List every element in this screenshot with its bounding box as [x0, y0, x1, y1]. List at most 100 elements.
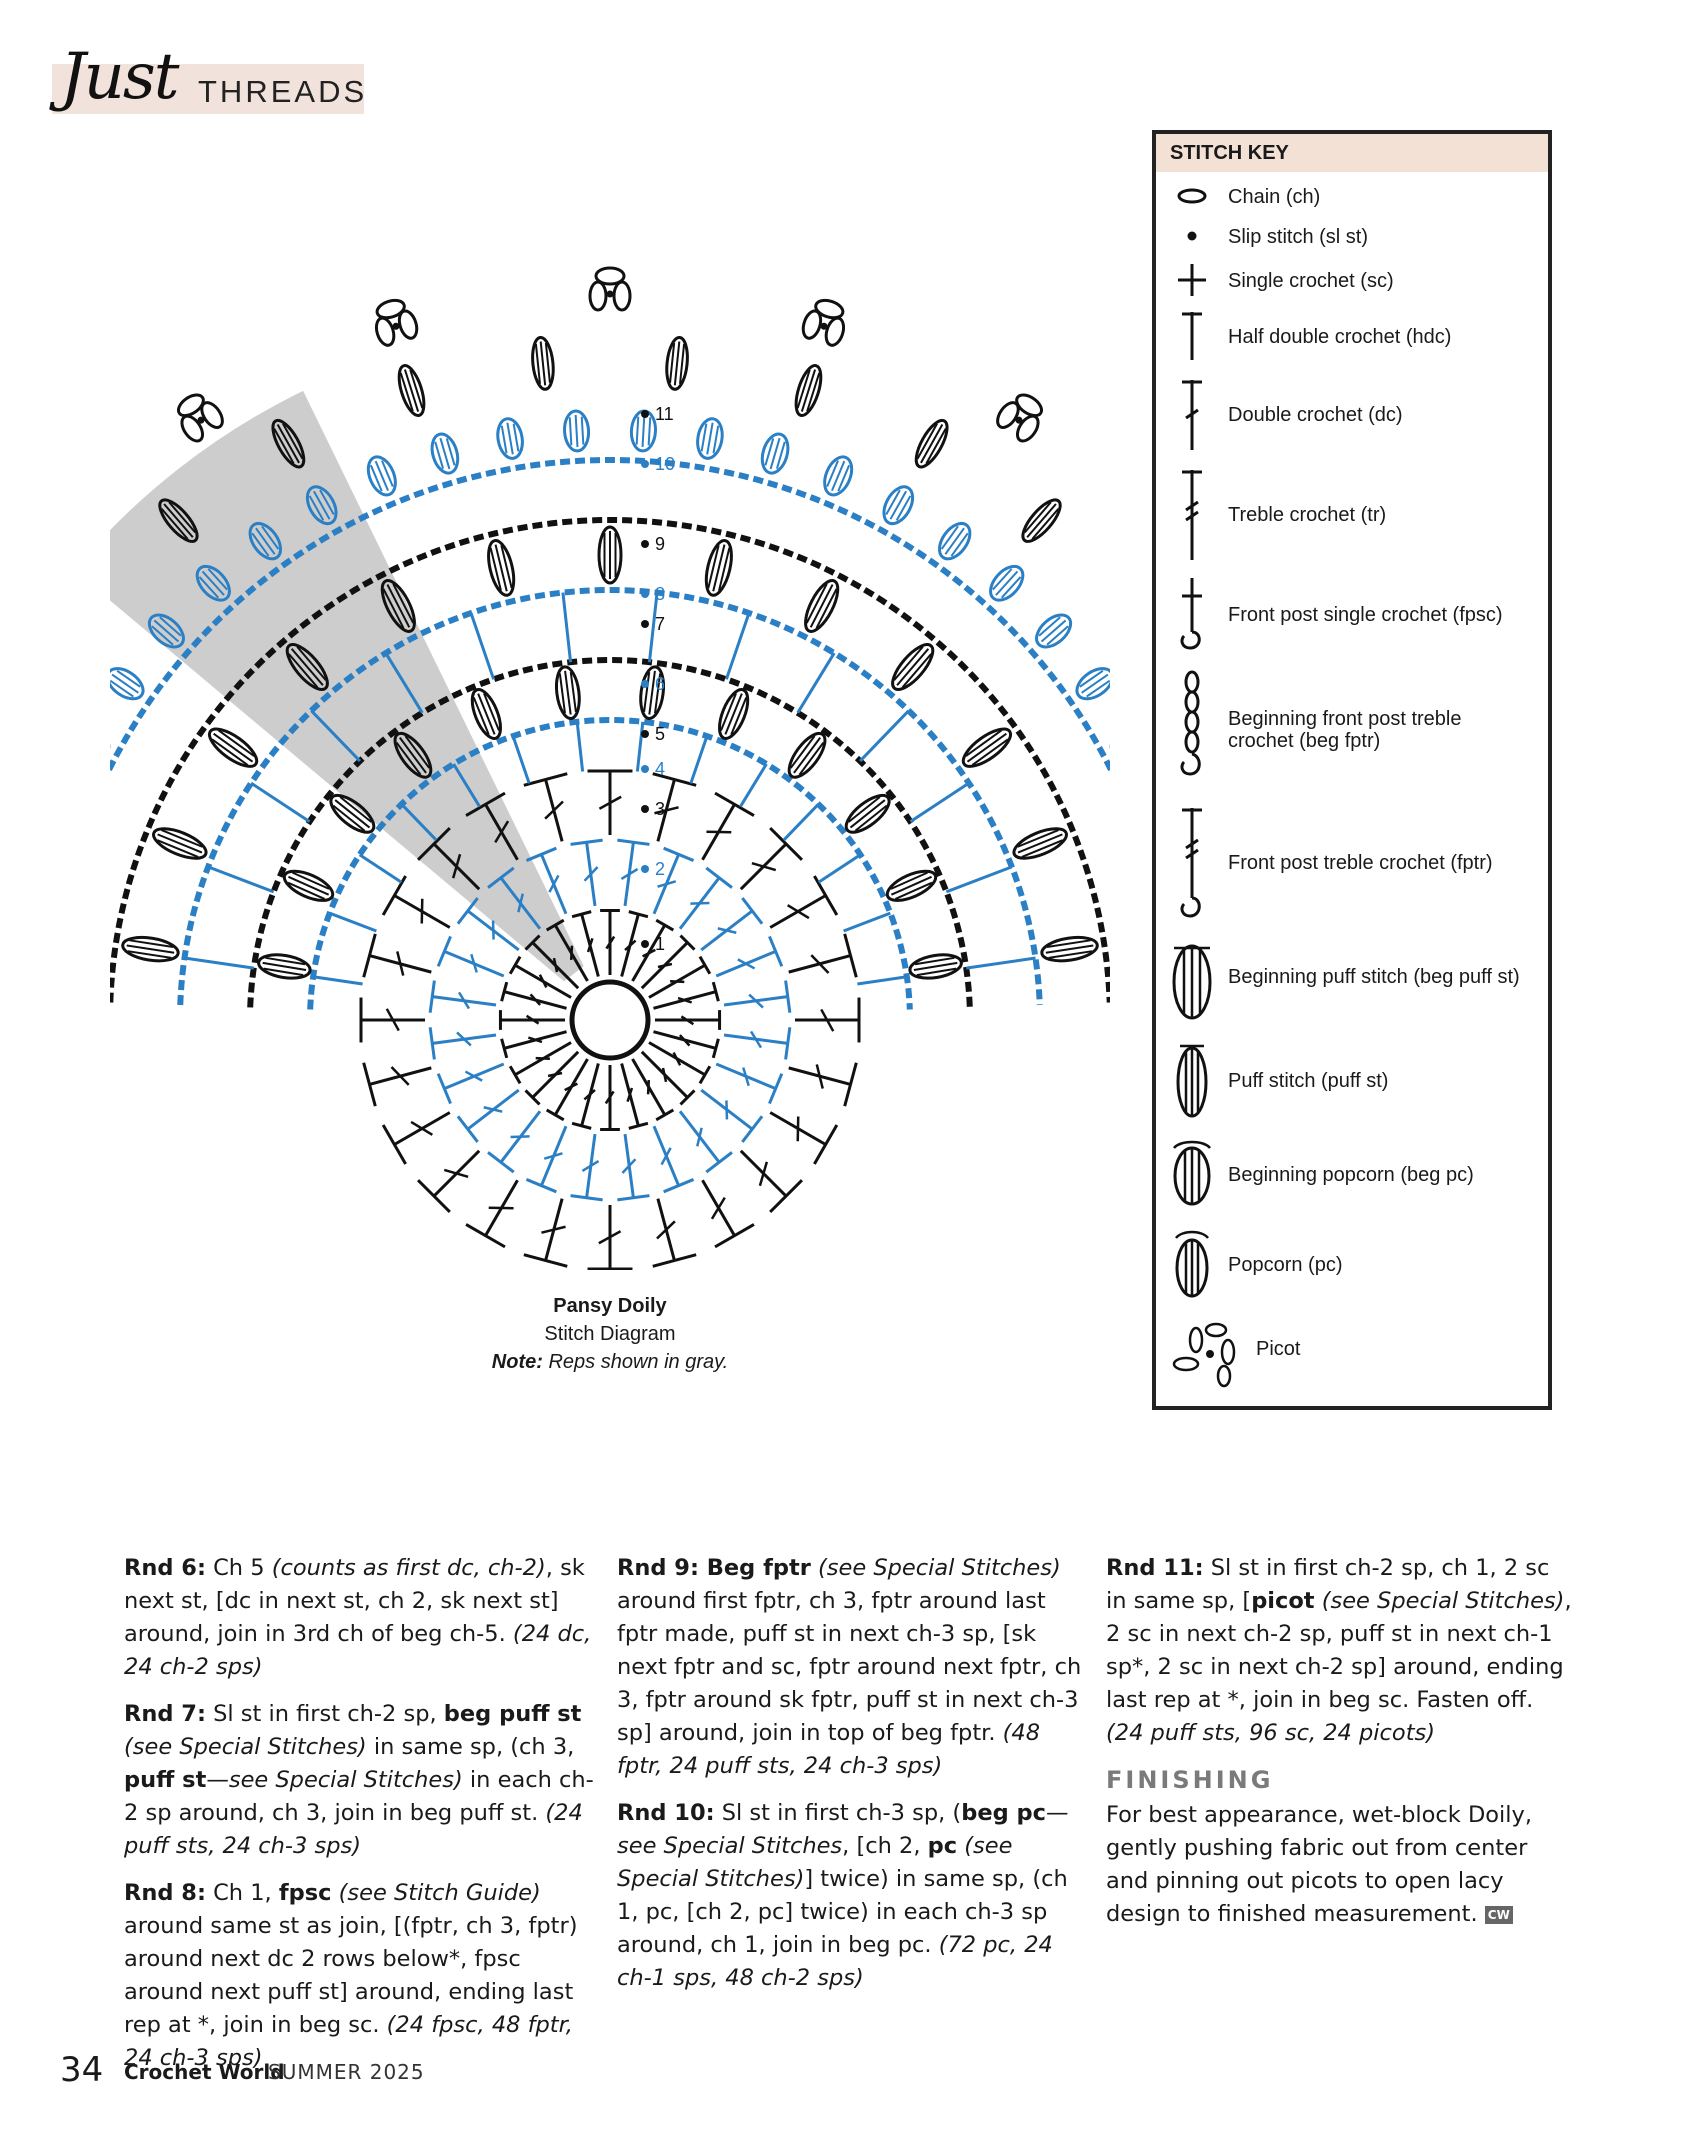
key-item-single-crochet: Single crochet (sc): [1156, 258, 1548, 302]
instructions-column-1: Rnd 6: Ch 5 (counts as first dc, ch-2), …: [124, 1552, 594, 2089]
key-label: Picot: [1256, 1338, 1301, 1360]
treble-crochet-icon: [1182, 470, 1202, 560]
note-label: Note:: [491, 1351, 543, 1373]
round-label: 6: [655, 674, 665, 694]
key-item-picot: Picot: [1156, 1310, 1548, 1390]
round-label: 4: [655, 759, 665, 779]
text: picot: [1251, 1588, 1315, 1614]
half-double-crochet-icon: [1182, 312, 1202, 360]
chain-icon: [1177, 188, 1207, 204]
text: pc: [927, 1833, 958, 1859]
key-label: Front post single crochet (fpsc): [1228, 604, 1503, 626]
rnd-label: Rnd 7:: [124, 1701, 206, 1727]
instructions-column-3: Rnd 9: Beg fptr (see Special Stitches) a…: [617, 1552, 1087, 2009]
rnd-7: Rnd 7: Sl st in first ch-2 sp, beg puff …: [124, 1698, 594, 1863]
key-label: Treble crochet (tr): [1228, 504, 1387, 526]
text: Ch 1,: [205, 1880, 279, 1906]
repeat-shading: [110, 390, 584, 982]
text: —: [1045, 1800, 1069, 1826]
key-label: Beginning puff stitch (beg puff st): [1228, 966, 1520, 988]
text: (see Special Stitches): [810, 1555, 1061, 1581]
finishing-text: For best appearance, wet-block Doily, ge…: [1106, 1799, 1576, 1931]
key-label: Front post treble crochet (fptr): [1228, 852, 1493, 874]
single-crochet-icon: [1178, 264, 1206, 296]
key-item-chain: Chain (ch): [1156, 176, 1548, 216]
text: (see Special Stitches): [124, 1734, 367, 1760]
instructions-column-4: Rnd 11: Sl st in first ch-2 sp, ch 1, 2 …: [1106, 1552, 1576, 1945]
popcorn-icon: [1175, 1230, 1209, 1298]
text: puff st: [124, 1767, 207, 1793]
rnd-label: Rnd 8:: [124, 1880, 206, 1906]
text: (see Stitch Guide): [331, 1880, 541, 1906]
text: (see Special Stitches): [1314, 1588, 1565, 1614]
key-item-hdc: Half double crochet (hdc): [1156, 306, 1548, 366]
double-crochet-icon: [1182, 380, 1202, 450]
key-label: Chain (ch): [1228, 186, 1321, 208]
round-label: 5: [655, 724, 665, 744]
rnd-8-start: Rnd 8: Ch 1, fpsc (see Stitch Guide) aro…: [124, 1877, 594, 2075]
round-label: 7: [655, 614, 665, 634]
text: beg pc: [961, 1800, 1046, 1826]
stitch-count: (48 fptr, 24 puff sts, 24 ch-3 sps): [617, 1720, 1041, 1779]
text: beg puff st: [443, 1701, 582, 1727]
key-item-puff: Puff stitch (puff st): [1156, 1038, 1548, 1126]
header-band: [52, 64, 364, 114]
key-item-beg-popcorn: Beginning popcorn (beg pc): [1156, 1134, 1548, 1214]
text: (see Special Stitches): [617, 1833, 1013, 1892]
key-label: Double crochet (dc): [1228, 404, 1403, 426]
diagram-subtitle: Stitch Diagram: [544, 1323, 676, 1345]
key-label: Popcorn (pc): [1228, 1254, 1343, 1276]
text: Sl st in first ch-3 sp, (: [714, 1800, 962, 1826]
puff-icon: [1176, 1044, 1208, 1118]
key-item-beg-fptr: Beginning front post treble crochet (beg…: [1156, 668, 1548, 788]
text: , 2 sc in next ch-2 sp, puff st in next …: [1106, 1588, 1572, 1713]
round-label: 8: [655, 584, 665, 604]
beg-fptr-icon: [1180, 670, 1201, 776]
stitch-key: STITCH KEY Chain (ch) Slip stitch (sl st…: [1152, 130, 1552, 1410]
key-item-beg-puff: Beginning puff stitch (beg puff st): [1156, 934, 1548, 1030]
key-item-popcorn: Popcorn (pc): [1156, 1224, 1548, 1304]
key-label: Beginning popcorn (beg pc): [1228, 1164, 1474, 1186]
diagram-caption: Pansy Doily Stitch Diagram Note: Reps sh…: [400, 1292, 820, 1376]
text: see Special Stitches: [617, 1833, 843, 1859]
text: in same sp, (ch 3,: [366, 1734, 575, 1760]
text: , [ch 2,: [842, 1833, 928, 1859]
fpsc-icon: [1180, 578, 1202, 650]
text: , sk next st, [dc in next st, ch 2, sk n…: [124, 1555, 585, 1647]
diagram-note: Note: Reps shown in gray.: [400, 1348, 820, 1376]
text: around first fptr, ch 3, fptr around las…: [617, 1588, 1082, 1746]
text: in each ch-2 sp around, ch 3, join in be…: [124, 1767, 594, 1826]
beg-puff-icon: [1172, 944, 1212, 1020]
text: Sl st in first ch-2 sp, ch 1, 2 sc in sa…: [1106, 1555, 1550, 1614]
issue-date: SUMMER 2025: [268, 2060, 425, 2084]
diagram-title: Pansy Doily: [553, 1295, 667, 1317]
key-label: Half double crochet (hdc): [1228, 326, 1452, 348]
text: Sl st in first ch-2 sp,: [205, 1701, 444, 1727]
stitch-marks: [110, 266, 1110, 1270]
round-label: 1: [655, 934, 665, 954]
stitch-key-title: STITCH KEY: [1156, 134, 1548, 172]
rnd-6: Rnd 6: Ch 5 (counts as first dc, ch-2), …: [124, 1552, 594, 1684]
rnd-9: Rnd 9: Beg fptr (see Special Stitches) a…: [617, 1552, 1087, 1783]
stitch-count: (24 puff sts, 24 ch-3 sps): [124, 1800, 583, 1859]
key-item-fptr: Front post treble crochet (fptr): [1156, 802, 1548, 922]
rnd-label: Rnd 6:: [124, 1555, 206, 1581]
rnd-11: Rnd 11: Sl st in first ch-2 sp, ch 1, 2 …: [1106, 1552, 1576, 1750]
key-item-fpsc: Front post single crochet (fpsc): [1156, 574, 1548, 654]
key-item-dc: Double crochet (dc): [1156, 374, 1548, 454]
key-label: Puff stitch (puff st): [1228, 1070, 1389, 1092]
stitch-count: (24 dc, 24 ch-2 sps): [124, 1621, 592, 1680]
text: around same st as join, [(fptr, ch 3, fp…: [124, 1913, 578, 2038]
text: ] twice) in same sp, (ch 1, pc, [ch 2, p…: [617, 1866, 1068, 1958]
picot-icon: [1172, 1322, 1236, 1388]
slip-stitch-icon: [1187, 231, 1197, 241]
text: Ch 5: [205, 1555, 272, 1581]
text: Beg fptr: [698, 1555, 811, 1581]
stitch-count: (24 fpsc, 48 fptr, 24 ch-3 sps): [124, 2012, 573, 2071]
page-number: 34: [60, 2050, 104, 2090]
stitch-count: (72 pc, 24 ch-1 sps, 48 ch-2 sps): [617, 1932, 1053, 1991]
text: For best appearance, wet-block Doily, ge…: [1106, 1802, 1533, 1927]
finishing-heading: FINISHING: [1106, 1766, 1274, 1794]
